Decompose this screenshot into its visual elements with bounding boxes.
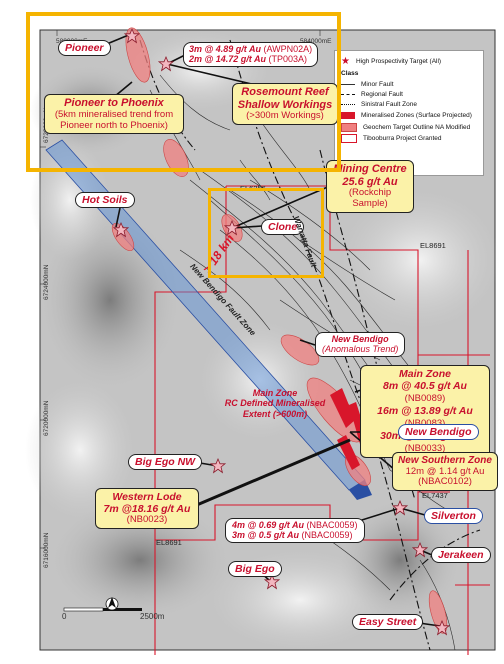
highlight-box-clone xyxy=(208,188,324,278)
geochem-swatch xyxy=(341,123,357,132)
pioneer-intercepts: 3m @ 4.89 g/t Au (AWPN02A) 2m @ 14.72 g/… xyxy=(183,42,319,67)
western-lode-grade: 7m @18.16 g/t Au xyxy=(103,503,191,516)
western-lode-box: Western Lode 7m @18.16 g/t Au (NB0023) xyxy=(95,488,199,530)
jerakeen-label: Jerakeen xyxy=(431,547,491,563)
bottom-hole-2: (NBAC0059) xyxy=(301,530,353,541)
minor-fault-swatch xyxy=(341,84,355,85)
legend-item: Tibooburra Project Granted xyxy=(363,135,442,142)
mining-centre-title: Mining Centre xyxy=(333,163,407,175)
main-zone-intercept-2: 16m @ 13.89 g/t Au xyxy=(377,405,473,418)
main-zone-rc-line-2: RC Defined Mineralised xyxy=(224,398,326,409)
pioneer-label: Pioneer xyxy=(58,40,111,56)
main-zone-hole-3: (NB0033) xyxy=(404,443,446,455)
legend-item: Mineralised Zones (Surface Projected) xyxy=(361,112,472,119)
pioneer-intercept-2: 2m @ 14.72 g/t Au xyxy=(189,54,266,65)
main-zone-rc-label: Main Zone RC Defined Mineralised Extent … xyxy=(220,388,330,419)
new-southern-hole: (NBAC0102) xyxy=(418,476,472,488)
northing-label: 6724000mN xyxy=(43,264,50,300)
bottom-intercept-2: 3m @ 0.5 g/t Au xyxy=(232,530,299,541)
scale-end: 2500m xyxy=(140,612,165,621)
legend-item: Sinistral Fault Zone xyxy=(361,101,417,108)
new-bendigo-anomalous-note: (Anomalous Trend) xyxy=(322,344,399,355)
legend-star-label: High Prospectivity Target (All) xyxy=(355,58,442,65)
grid-ticks xyxy=(40,30,321,549)
main-zone-box: Main Zone 8m @ 40.5 g/t Au (NB0089) 16m … xyxy=(360,365,490,459)
bottom-intercept-1: 4m @ 0.69 g/t Au xyxy=(232,520,304,530)
clone-label: Clone xyxy=(261,219,305,235)
legend-item: Regional Fault xyxy=(361,91,403,98)
pioneer-to-phoenix-note: (5km mineralised trend from Pioneer nort… xyxy=(54,108,174,131)
main-zone-hole-2: (NB0083) xyxy=(405,418,446,429)
new-southern-grade: 12m @ 1.14 g/t Au xyxy=(405,465,485,477)
new-bendigo-anomalous-title: New Bendigo xyxy=(331,334,389,344)
main-zone-hole-1: (NB0089) xyxy=(404,393,446,405)
tenement-label: EL8691 xyxy=(156,538,182,547)
main-zone-intercept-1: 8m @ 40.5 g/t Au xyxy=(383,380,467,393)
pioneer-hole-2: (TP003A) xyxy=(268,54,307,65)
mining-centre-grade: 25.6 g/t Au xyxy=(342,175,398,188)
rosemount-title-2: Shallow Workings xyxy=(237,98,333,111)
main-zone-rc-line-1: Main Zone xyxy=(252,388,298,398)
highlight-box-pioneer-rosemount xyxy=(26,12,341,172)
rosemount-box: Rosemount Reef Shallow Workings (>300m W… xyxy=(232,83,338,126)
new-southern-zone-box: New Southern Zone 12m @ 1.14 g/t Au (NBA… xyxy=(392,452,498,492)
tenement-swatch xyxy=(341,134,357,143)
legend-item: Geochem Target Outline NA Modified xyxy=(363,124,471,131)
northing-label: 6716000mN xyxy=(43,532,50,568)
pioneer-to-phoenix-title: Pioneer to Phoenix xyxy=(64,97,164,109)
rosemount-title-1: Rosemount Reef xyxy=(241,86,329,98)
western-lode-title: Western Lode xyxy=(112,491,182,503)
big-ego-nw-label: Big Ego NW xyxy=(128,454,203,470)
scale-bar xyxy=(63,607,142,612)
big-ego-label: Big Ego xyxy=(228,561,282,577)
sinistral-fault-swatch xyxy=(341,104,355,105)
rosemount-note: (>300m Workings) xyxy=(246,110,324,122)
legend-class-title: Class xyxy=(341,70,359,77)
main-zone-rc-line-3: Extent (>600m) xyxy=(242,408,308,419)
pioneer-to-phoenix-box: Pioneer to Phoenix (5km mineralised tren… xyxy=(44,94,184,135)
star-icon: ★ xyxy=(341,56,350,67)
mineralised-swatch xyxy=(341,112,355,119)
western-lode-hole: (NB0023) xyxy=(126,514,168,526)
easy-street-label: Easy Street xyxy=(352,614,424,630)
main-zone-title: Main Zone xyxy=(399,368,451,380)
new-southern-title: New Southern Zone xyxy=(398,455,492,466)
bottom-intercepts: 4m @ 0.69 g/t Au (NBAC0059) 3m @ 0.5 g/t… xyxy=(225,518,365,543)
map-legend: ★ High Prospectivity Target (All) Class … xyxy=(334,50,484,176)
hot-soils-label: Hot Soils xyxy=(75,192,135,208)
new-bendigo-label: New Bendigo xyxy=(398,424,479,440)
northing-label: 6720000mN xyxy=(43,400,50,436)
tenement-label: EL8691 xyxy=(420,241,446,250)
new-bendigo-anomalous-label: New Bendigo (Anomalous Trend) xyxy=(315,332,406,357)
terrain-relief xyxy=(25,30,500,650)
north-arrow-icon xyxy=(105,597,119,611)
pioneer-hole-1: (AWPN02A) xyxy=(263,44,313,54)
pioneer-intercept-1: 3m @ 4.89 g/t Au xyxy=(189,44,261,54)
legend-item: Minor Fault xyxy=(361,81,394,88)
silverton-label: Silverton xyxy=(424,508,483,524)
easting-label: 584000mE xyxy=(300,38,332,45)
regional-fault-swatch xyxy=(341,94,355,95)
mining-centre-note: (Rockchip Sample) xyxy=(348,187,392,210)
scale-zero: 0 xyxy=(62,612,67,621)
bottom-hole-1: (NBAC0059) xyxy=(306,520,358,530)
tenement-label: EL7437 xyxy=(422,491,448,500)
